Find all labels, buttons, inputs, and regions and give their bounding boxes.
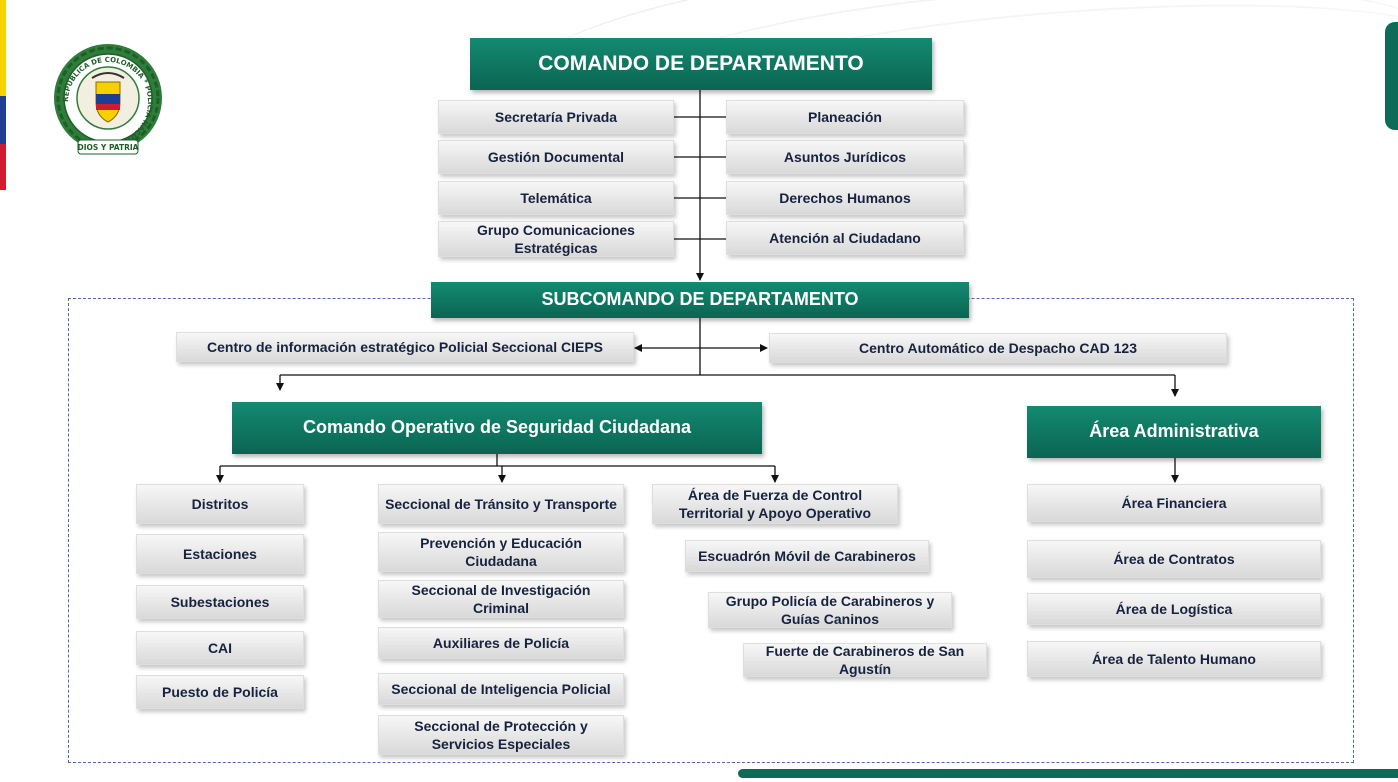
bottom-bar-decoration [738, 769, 1398, 778]
area-administrativa-box: Área Administrativa [1027, 406, 1321, 458]
unit-box: Subestaciones [136, 585, 304, 619]
unit-box: Área de Contratos [1027, 540, 1321, 578]
staff-box-right: Atención al Ciudadano [726, 221, 964, 255]
side-tab-decoration [1385, 22, 1398, 130]
staff-label: Derechos Humanos [779, 189, 911, 206]
unit-label: Seccional de Tránsito y Transporte [385, 495, 617, 512]
cad-label: Centro Automático de Despacho CAD 123 [859, 339, 1137, 356]
unit-label: Grupo Policía de Carabineros y Guías Can… [725, 592, 935, 627]
staff-label: Secretaría Privada [494, 108, 618, 125]
comando-operativo-box: Comando Operativo de Seguridad Ciudadana [232, 402, 762, 454]
cieps-box: Centro de información estratégico Polici… [176, 332, 634, 362]
unit-box: Seccional de Investigación Criminal [378, 580, 624, 618]
unit-label: Subestaciones [170, 593, 270, 610]
unit-box: Seccional de Inteligencia Policial [378, 673, 624, 705]
staff-box-left: Grupo Comunicaciones Estratégicas [438, 221, 674, 257]
unit-label: Escuadrón Móvil de Carabineros [698, 547, 916, 564]
unit-label: Área de Fuerza de Control Territorial y … [678, 486, 872, 521]
unit-box: Área de Talento Humano [1027, 641, 1321, 677]
unit-label: Puesto de Policía [162, 683, 278, 700]
unit-box: Grupo Policía de Carabineros y Guías Can… [708, 592, 952, 628]
flag-stripe-red [0, 144, 6, 190]
comando-departamento-box: COMANDO DE DEPARTAMENTO [470, 38, 932, 90]
unit-label: Distritos [191, 495, 249, 512]
unit-label: Seccional de Protección y Servicios Espe… [414, 717, 588, 752]
unit-label: Área Financiera [1121, 494, 1227, 511]
unit-box: Puesto de Policía [136, 675, 304, 709]
unit-box: Distritos [136, 484, 304, 524]
unit-label: Estaciones [183, 545, 257, 562]
crest-motto: DIOS Y PATRIA [78, 143, 139, 152]
subcomando-departamento-label: SUBCOMANDO DE DEPARTAMENTO [541, 289, 859, 310]
staff-box-left: Telemática [438, 181, 674, 215]
unit-label: Prevención y Educación Ciudadana [420, 534, 582, 569]
unit-box: Fuerte de Carabineros de San Agustín [743, 643, 987, 677]
staff-box-left: Gestión Documental [438, 140, 674, 174]
unit-box: Seccional de Protección y Servicios Espe… [378, 715, 624, 755]
unit-label: Área de Talento Humano [1092, 650, 1256, 667]
unit-label: Fuerte de Carabineros de San Agustín [765, 642, 965, 677]
staff-label: Planeación [808, 108, 882, 125]
area-administrativa-label: Área Administrativa [1089, 421, 1259, 442]
cad-box: Centro Automático de Despacho CAD 123 [769, 333, 1227, 363]
staff-box-right: Planeación [726, 100, 964, 134]
unit-label: Seccional de Investigación Criminal [411, 581, 591, 616]
unit-box: Prevención y Educación Ciudadana [378, 532, 624, 572]
staff-label: Telemática [520, 189, 592, 206]
unit-box: Área de Logística [1027, 593, 1321, 625]
staff-box-left: Secretaría Privada [438, 100, 674, 134]
unit-box: Estaciones [136, 534, 304, 574]
unit-label: CAI [207, 639, 233, 656]
police-crest-icon: REPUBLICA DE COLOMBIA * POLICIA NACIONAL… [48, 42, 168, 160]
staff-label: Gestión Documental [487, 148, 625, 165]
unit-label: Seccional de Inteligencia Policial [391, 680, 611, 697]
unit-box: Área Financiera [1027, 484, 1321, 522]
flag-stripe-blue [0, 96, 6, 144]
cieps-label: Centro de información estratégico Polici… [207, 338, 603, 355]
unit-label: Área de Contratos [1113, 550, 1235, 567]
unit-box: Seccional de Tránsito y Transporte [378, 484, 624, 524]
subcomando-departamento-box: SUBCOMANDO DE DEPARTAMENTO [431, 282, 969, 318]
flag-stripe-yellow [0, 0, 6, 96]
unit-box: CAI [136, 631, 304, 665]
comando-departamento-label: COMANDO DE DEPARTAMENTO [538, 52, 864, 76]
unit-box: Escuadrón Móvil de Carabineros [685, 540, 929, 572]
staff-label: Atención al Ciudadano [769, 229, 921, 246]
comando-operativo-label: Comando Operativo de Seguridad Ciudadana [302, 417, 692, 438]
staff-label: Asuntos Jurídicos [783, 148, 907, 165]
staff-box-right: Asuntos Jurídicos [726, 140, 964, 174]
unit-box: Área de Fuerza de Control Territorial y … [652, 484, 898, 524]
unit-label: Auxiliares de Policía [432, 634, 570, 651]
staff-box-right: Derechos Humanos [726, 181, 964, 215]
staff-label: Grupo Comunicaciones Estratégicas [477, 221, 635, 256]
unit-label: Área de Logística [1115, 600, 1233, 617]
unit-box: Auxiliares de Policía [378, 627, 624, 659]
